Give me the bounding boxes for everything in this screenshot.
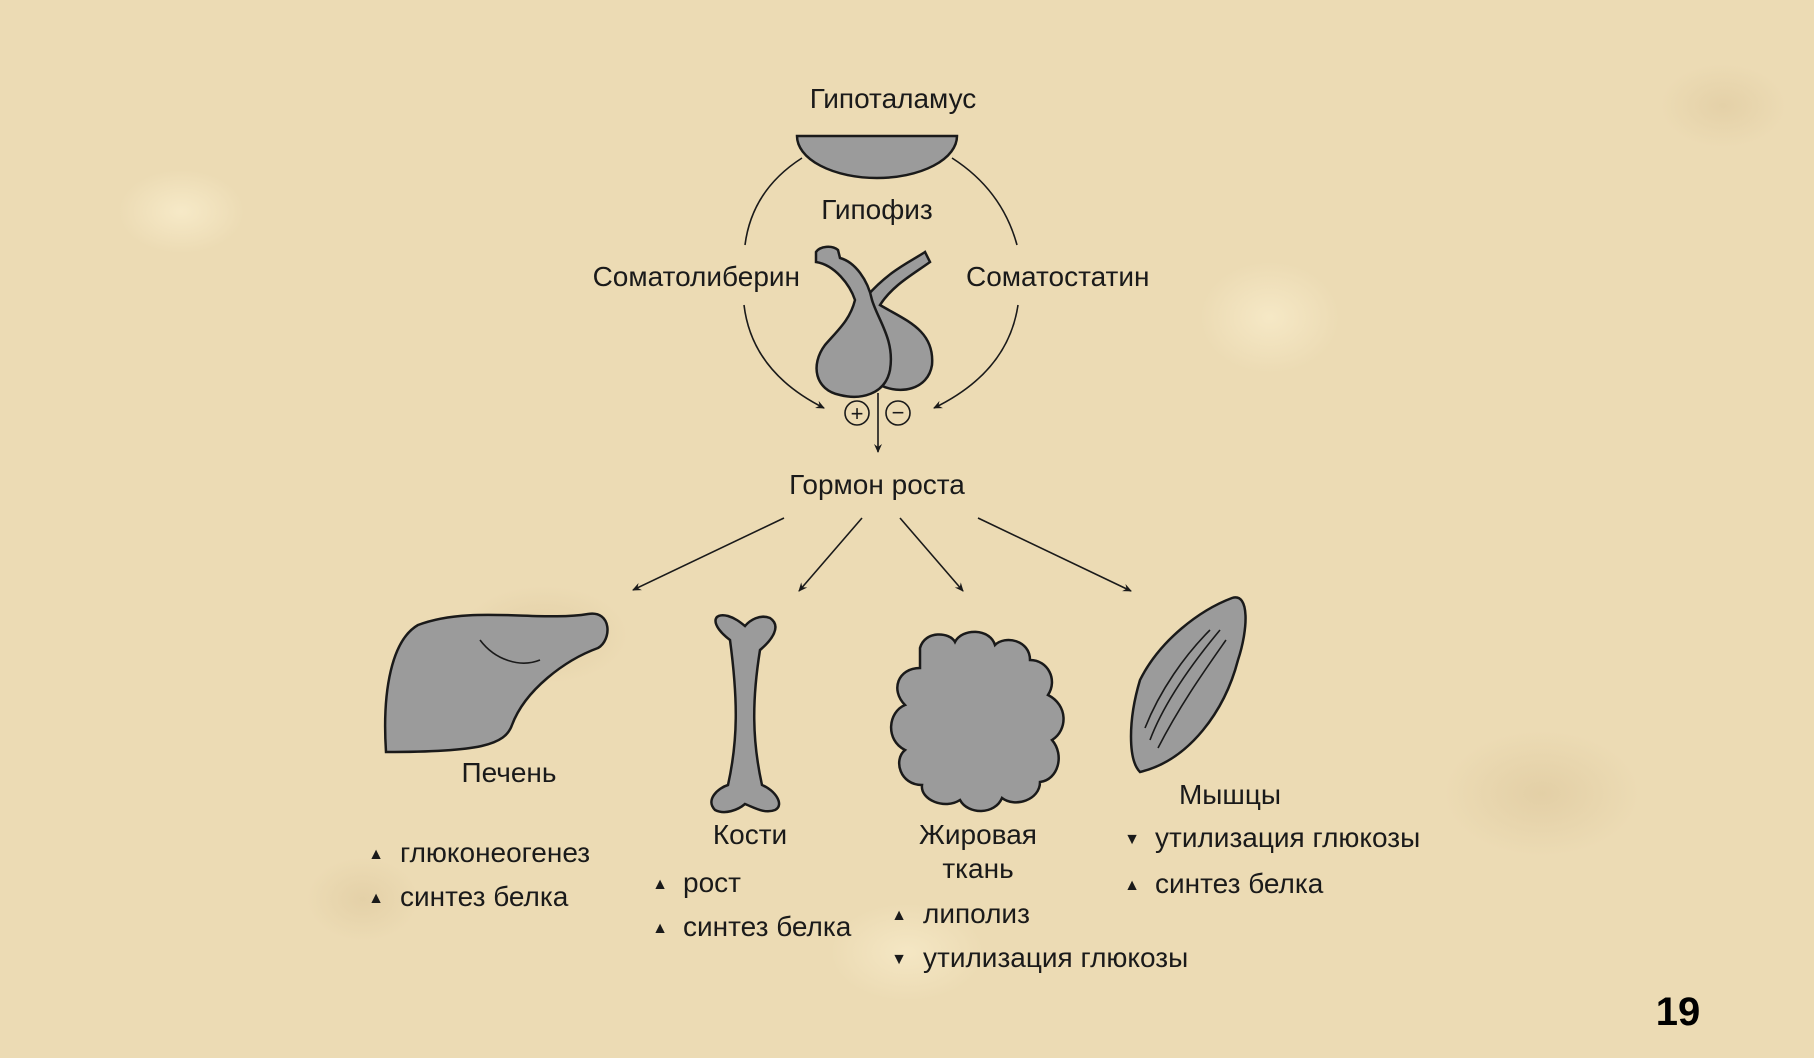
liver-label: Печень [462,757,557,788]
arrow-to-liver [632,517,785,591]
bones-effect-1: рост [683,867,741,898]
plus-sign: + [851,401,864,426]
arrow-to-fat [899,517,964,592]
stimulation-circle [844,400,870,426]
bones-label: Кости [713,819,787,850]
somatoliberin-arc-top [744,157,803,246]
hypothalamus-shape [795,134,959,180]
up-arrow-icon: ▲ [1124,877,1140,894]
pituitary-label: Гипофиз [821,194,932,225]
muscle-effect-2: синтез белка [1155,868,1324,899]
growth-hormone-label: Гормон роста [789,469,965,500]
up-arrow-icon: ▲ [368,890,384,907]
up-arrow-icon: ▲ [652,920,668,937]
fat-effect-1: липолиз [923,898,1030,929]
up-arrow-icon: ▲ [891,907,907,924]
muscle-shape [1129,596,1247,774]
somatostatin-arc-top [951,157,1018,246]
muscle-label: Мышцы [1179,779,1281,810]
liver-shape [383,612,609,754]
fat-effect-2: утилизация глюкозы [923,942,1188,973]
muscle-effect-1: утилизация глюкозы [1155,822,1420,853]
pituitary-gland-shape [814,245,934,398]
bones-effect-2: синтез белка [683,911,852,942]
fat-label-line2: ткань [942,853,1013,884]
down-arrow-icon: ▼ [891,951,907,968]
up-arrow-icon: ▲ [652,876,668,893]
bone-shape [710,614,781,814]
somatostatin-arrow [933,304,1019,409]
liver-effect-1: глюконеогенез [400,837,590,868]
somatoliberin-label: Соматолиберин [593,261,800,292]
page-number: 19 [1656,990,1701,1034]
up-arrow-icon: ▲ [368,846,384,863]
liver-effect-2: синтез белка [400,881,569,912]
somatoliberin-arrow [743,304,825,409]
down-arrow-icon: ▼ [1124,831,1140,848]
arrow-to-muscle [977,517,1132,592]
fat-label-line1: Жировая [919,819,1037,850]
fat-tissue-shape [889,630,1065,813]
inhibition-circle [885,400,911,426]
hypothalamus-label: Гипоталамус [810,83,977,114]
somatostatin-label: Соматостатин [966,261,1149,292]
minus-sign: − [892,400,905,425]
arrow-to-bones [798,517,863,592]
